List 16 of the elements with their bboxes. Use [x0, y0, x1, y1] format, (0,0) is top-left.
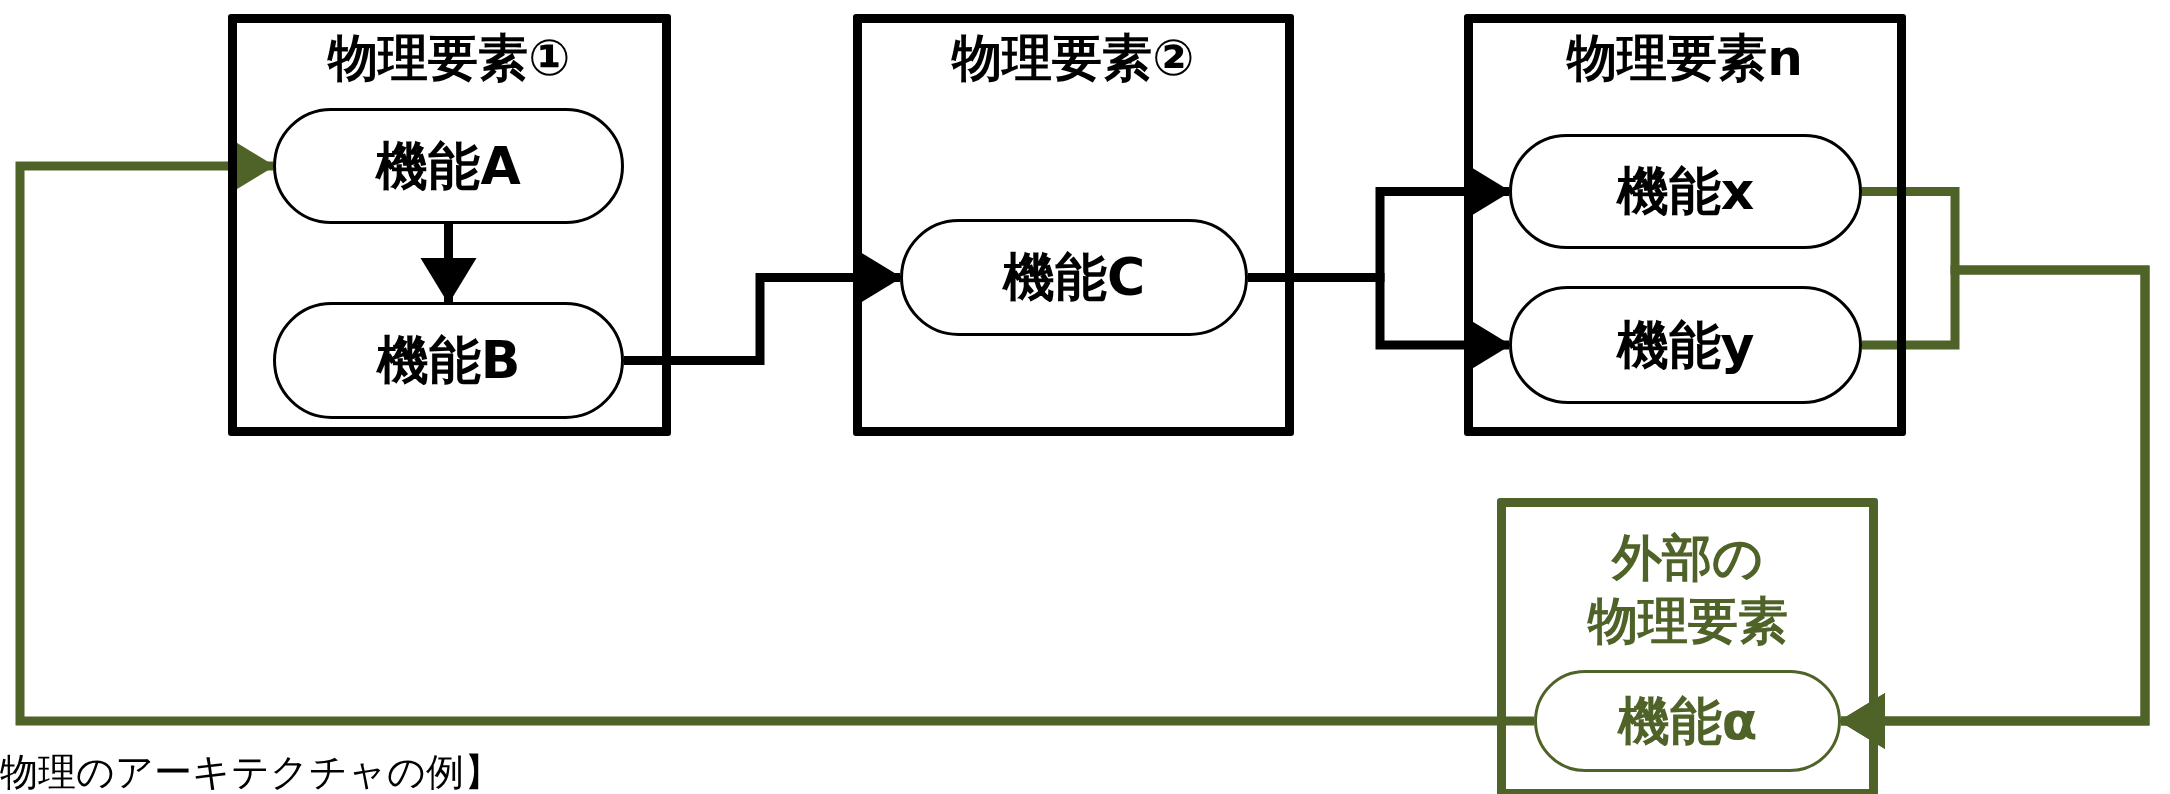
function-label: 機能x	[1616, 160, 1755, 223]
function-label: 機能B	[376, 329, 521, 392]
element-frame	[1497, 498, 1878, 794]
arrow	[420, 224, 477, 304]
function-label: 機能A	[376, 134, 521, 198]
caption-text: 物理のアーキテクチャの例】	[0, 752, 502, 794]
function-label: 機能y	[1616, 313, 1755, 377]
element-frame	[1464, 14, 1906, 436]
function-label: 機能α	[1617, 689, 1758, 753]
function-label: 機能C	[1002, 246, 1146, 309]
element-frame	[228, 14, 671, 436]
element-frame	[853, 14, 1294, 436]
element-title: 物理要素n	[1567, 28, 1803, 89]
element-title: 物理要素②	[952, 28, 1195, 89]
element-title: 外部の物理要素	[1586, 528, 1789, 652]
element-title: 物理要素①	[328, 28, 571, 89]
